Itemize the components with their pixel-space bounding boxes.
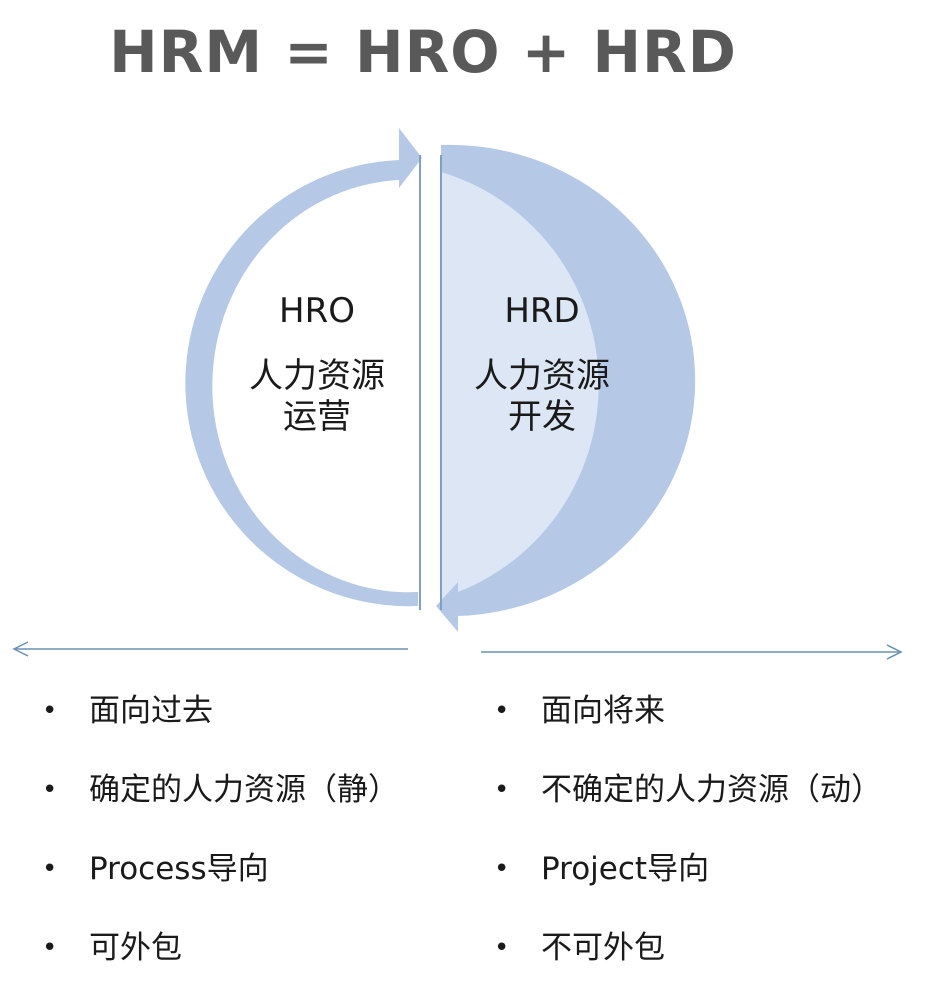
bullet-icon: • xyxy=(42,933,58,963)
hrd-line2: 开发 xyxy=(508,396,576,437)
list-item-text: 面向过去 xyxy=(89,693,213,729)
list-item-text: 确定的人力资源（静） xyxy=(89,772,399,808)
list-item-text: 可外包 xyxy=(89,930,182,966)
list-item-text: 面向将来 xyxy=(541,693,665,729)
hro-line1: 人力资源 xyxy=(249,355,385,396)
hro-cycle-arrow xyxy=(185,128,422,607)
hrd-label: HRD 人力资源 开发 xyxy=(452,291,632,437)
hrd-characteristics-list: • 面向将来 • 不确定的人力资源（动） • Project导向 • 不可外包 xyxy=(494,686,914,1002)
bullet-icon: • xyxy=(42,696,58,726)
past-axis-arrow xyxy=(12,641,408,657)
list-item-text: Process导向 xyxy=(89,851,269,887)
bullet-icon: • xyxy=(494,854,510,884)
list-item-text: 不可外包 xyxy=(541,930,665,966)
bullet-icon: • xyxy=(494,933,510,963)
hrd-abbr: HRD xyxy=(504,291,580,331)
bullet-icon: • xyxy=(494,775,510,805)
list-item: • Process导向 xyxy=(42,844,462,923)
hro-abbr: HRO xyxy=(279,291,355,331)
hrm-cycle-diagram xyxy=(12,128,903,660)
hro-label: HRO 人力资源 运营 xyxy=(227,291,407,437)
list-item-text: 不确定的人力资源（动） xyxy=(541,772,882,808)
bullet-icon: • xyxy=(42,854,58,884)
hrd-line1: 人力资源 xyxy=(474,355,610,396)
list-item: • Project导向 xyxy=(494,844,914,923)
bullet-icon: • xyxy=(494,696,510,726)
hro-characteristics-list: • 面向过去 • 确定的人力资源（静） • Process导向 • 可外包 xyxy=(42,686,462,1002)
hro-line2: 运营 xyxy=(283,396,351,437)
list-item: • 确定的人力资源（静） xyxy=(42,765,462,844)
page-title: HRM = HRO + HRD xyxy=(109,18,737,86)
bullet-icon: • xyxy=(42,775,58,805)
future-axis-arrow xyxy=(481,644,903,660)
list-item: • 不确定的人力资源（动） xyxy=(494,765,914,844)
list-item: • 面向将来 xyxy=(494,686,914,765)
list-item-text: Project导向 xyxy=(541,851,710,887)
list-item: • 面向过去 xyxy=(42,686,462,765)
list-item: • 可外包 xyxy=(42,923,462,1002)
hrd-cycle-arrow xyxy=(436,144,696,633)
list-item: • 不可外包 xyxy=(494,923,914,1002)
